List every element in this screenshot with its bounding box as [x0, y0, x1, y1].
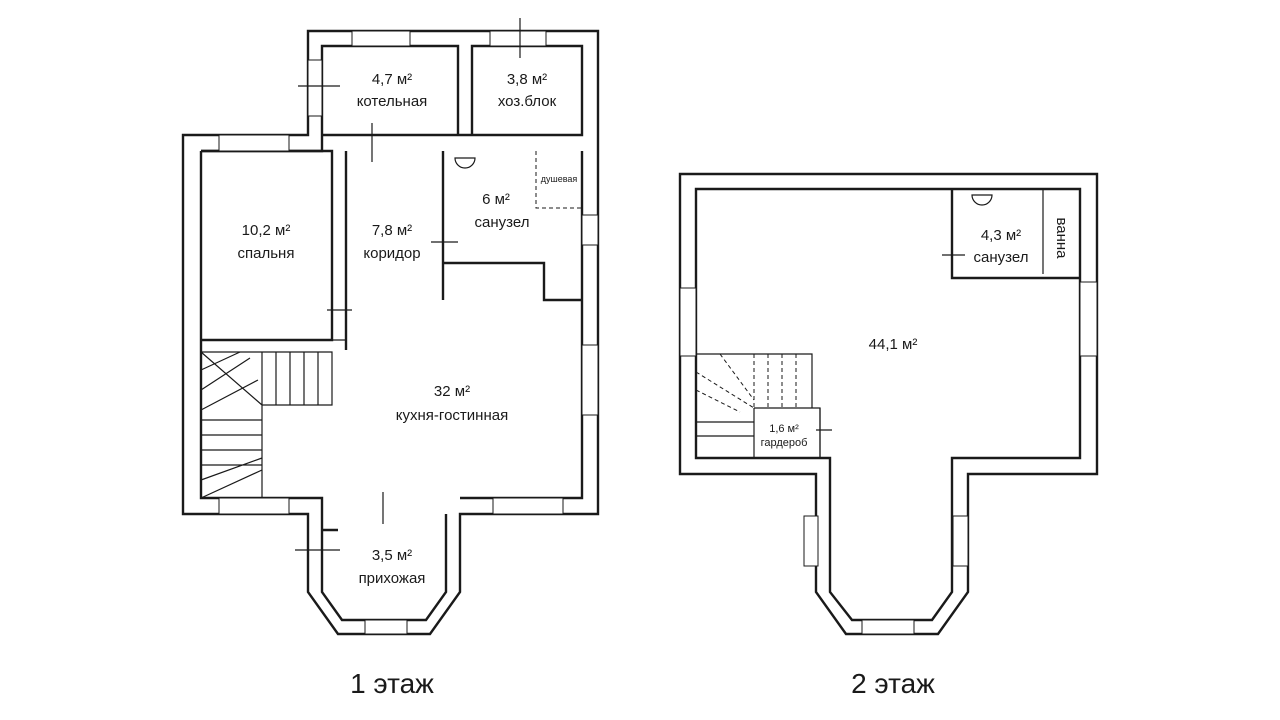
floor-2-label: 2 этаж: [851, 668, 935, 699]
hall-name: прихожая: [359, 570, 426, 587]
bedroom-name: спальня: [238, 245, 295, 262]
wardrobe-name: гардероб: [761, 437, 808, 449]
second-floor-main-area: 44,1 м²: [869, 336, 918, 353]
boiler-room-area: 4,7 м²: [372, 71, 412, 88]
shower-label: душевая: [541, 174, 578, 184]
bathroom-2-area: 4,3 м²: [981, 227, 1021, 244]
kitchen-living-area: 32 м²: [434, 383, 470, 400]
hall-area: 3,5 м²: [372, 547, 412, 564]
boiler-room-name: котельная: [357, 93, 428, 110]
bathroom-2-name: санузел: [974, 249, 1029, 266]
bath-label: ванна: [1053, 217, 1070, 259]
kitchen-living-name: кухня-гостинная: [396, 407, 508, 424]
utility-room-name: хоз.блок: [498, 93, 557, 110]
corridor-area: 7,8 м²: [372, 222, 412, 239]
bathroom-1-area: 6 м²: [482, 191, 510, 208]
utility-room-area: 3,8 м²: [507, 71, 547, 88]
corridor-name: коридор: [363, 245, 420, 262]
wardrobe-area: 1,6 м²: [769, 423, 799, 435]
bedroom-area: 10,2 м²: [242, 222, 291, 239]
floor-2-plan: [678, 172, 1099, 636]
floor-1-label: 1 этаж: [350, 668, 434, 699]
bathroom-1-name: санузел: [475, 214, 530, 231]
floor-1-plan: [181, 18, 600, 636]
